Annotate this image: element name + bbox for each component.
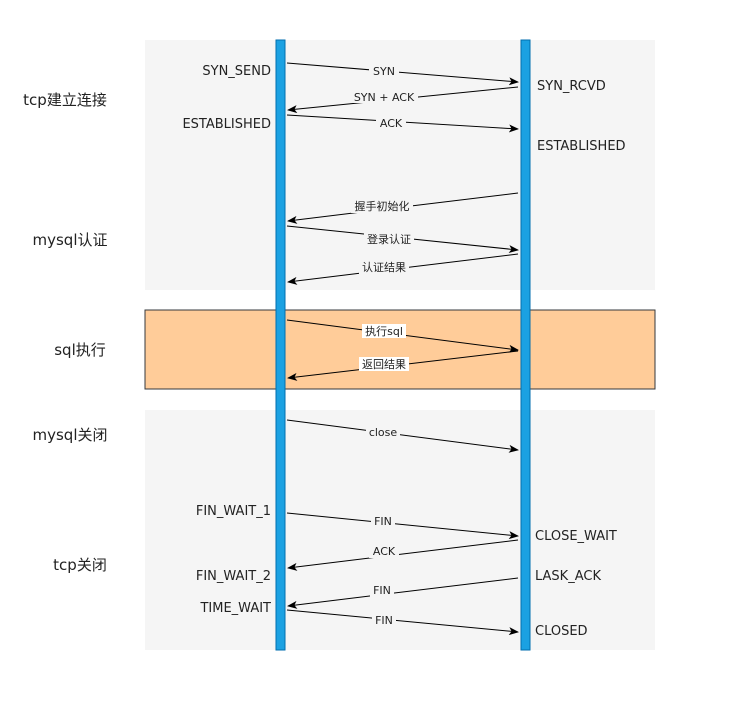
message-auth-result: 认证结果: [287, 253, 519, 285]
message-close: close: [286, 419, 519, 453]
message-exec-sql: 执行sql: [286, 319, 519, 353]
message-syn: SYN: [286, 62, 519, 86]
message-label: FIN: [373, 584, 391, 597]
message-fin-2: FIN: [287, 577, 519, 609]
message-return-result: 返回结果: [287, 350, 519, 381]
server-state-established: ESTABLISHED: [537, 139, 626, 154]
message-ack: ACK: [286, 114, 519, 133]
server-state-closed: CLOSED: [535, 624, 588, 639]
client-state-established: ESTABLISHED: [182, 117, 271, 132]
message-label: 认证结果: [362, 261, 406, 274]
message-label: 登录认证: [367, 232, 411, 246]
phase-label-tcp-close: tcp关闭: [53, 556, 107, 574]
panel-close: [145, 410, 655, 650]
client-state-fin-wait-2: FIN_WAIT_2: [196, 569, 271, 584]
message-label: SYN + ACK: [354, 91, 415, 104]
server-state-syn-rcvd: SYN_RCVD: [537, 79, 606, 94]
message-syn-ack: SYN + ACK: [287, 86, 519, 114]
client-lifeline: [275, 39, 286, 651]
panel-sql-exec: [144, 309, 656, 390]
server-state-close-wait: CLOSE_WAIT: [535, 529, 617, 544]
message-label: 执行sql: [365, 324, 403, 338]
message-label: ACK: [380, 117, 403, 130]
message-login-auth: 登录认证: [286, 225, 519, 254]
message-label: FIN: [375, 614, 393, 627]
message-label: FIN: [374, 515, 392, 528]
message-label: close: [369, 426, 398, 439]
phase-label-tcp-connect: tcp建立连接: [23, 91, 107, 109]
server-state-lask-ack: LASK_ACK: [535, 569, 601, 584]
message-label: ACK: [373, 545, 396, 558]
message-handshake-init: 握手初始化: [287, 192, 519, 224]
message-fin-3: FIN: [286, 609, 519, 636]
message-fin-1: FIN: [286, 512, 519, 540]
message-label: SYN: [373, 65, 395, 78]
client-state-syn-send: SYN_SEND: [202, 64, 271, 79]
message-label: 握手初始化: [355, 199, 410, 213]
message-ack-2: ACK: [287, 539, 519, 571]
phase-label-mysql-auth: mysql认证: [33, 231, 108, 249]
panel-connect-auth: [145, 40, 655, 290]
phase-label-mysql-close: mysql关闭: [33, 426, 108, 444]
server-lifeline: [520, 39, 531, 651]
message-label: 返回结果: [362, 358, 406, 371]
client-state-time-wait: TIME_WAIT: [199, 601, 271, 616]
client-state-fin-wait-1: FIN_WAIT_1: [196, 504, 271, 519]
phase-label-sql-exec: sql执行: [54, 341, 106, 359]
